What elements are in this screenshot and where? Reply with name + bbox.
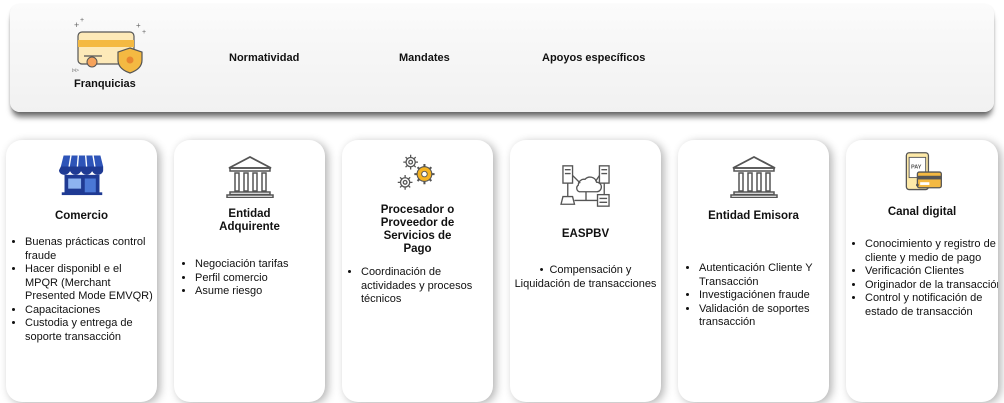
card-list: Negociación tarifas Perfil comercio Asum… [182, 258, 325, 299]
list-item: Control y notificación de estado de tran… [865, 292, 998, 319]
card-easpbv: EASPBV Compensación y Liquidación de tra… [510, 140, 661, 402]
tab-apoyos-especificos[interactable]: Apoyos específicos [542, 52, 646, 64]
list-item: Validación de soportes transacción [699, 303, 829, 330]
gears-icon [397, 154, 435, 190]
card-list: Buenas prácticas control fraude Hacer di… [12, 236, 155, 344]
tab-franquicias[interactable]: Franquicias [74, 78, 136, 90]
list-item: Conocimiento y registro de cliente y med… [865, 238, 998, 265]
card-title: Procesador o Proveedor de Servicios de P… [342, 204, 493, 256]
list-item: Coordinación de actividades y procesos t… [361, 266, 493, 307]
card-entidad-adquirente: Entidad Adquirente Negociación tarifas P… [174, 140, 325, 402]
bank-icon [225, 155, 274, 198]
card-list: Autenticación Cliente Y Transacción Inve… [686, 262, 829, 330]
list-item: Negociación tarifas [195, 258, 325, 272]
svg-text:+: + [74, 20, 79, 30]
svg-text:+: + [142, 29, 146, 36]
card-title: Entidad Emisora [708, 210, 799, 222]
card-title: Entidad Adquirente [174, 208, 325, 234]
card-title-text: Procesador o Proveedor de Servicios de P… [380, 204, 455, 255]
bank-icon [729, 155, 778, 198]
list-item: Originador de la transacción [865, 279, 998, 293]
list-item: Buenas prácticas control fraude [25, 236, 155, 263]
svg-text:+: + [136, 21, 141, 30]
list-item: Perfil comercio [195, 272, 325, 286]
cloud-network-icon [559, 165, 610, 207]
list-item: Custodia y entrega de soporte transacció… [25, 317, 155, 344]
store-icon [58, 155, 103, 196]
card-list: Compensación y Liquidación de transaccio… [514, 264, 657, 291]
list-item: Investigaciónen fraude [699, 289, 829, 303]
list-item: Compensación y Liquidación de transaccio… [514, 264, 657, 291]
card-procesador: Procesador o Proveedor de Servicios de P… [342, 140, 493, 402]
card-title-text: Entidad Adquirente [219, 208, 280, 233]
card-comercio: Comercio Buenas prácticas control fraude… [6, 140, 157, 402]
phone-card-icon: PAY [905, 152, 942, 191]
svg-text:▹▹: ▹▹ [72, 67, 80, 74]
card-list: Coordinación de actividades y procesos t… [348, 266, 493, 307]
list-item: Asume riesgo [195, 285, 325, 299]
list-item: Capacitaciones [25, 304, 155, 318]
secure-card-icon: + + + + ▹▹ [72, 17, 146, 74]
card-entidad-emisora: Entidad Emisora Autenticación Cliente Y … [678, 140, 829, 402]
card-canal-digital: PAY Canal digital Conocimiento y registr… [846, 140, 998, 402]
list-item: Verificación Clientes [865, 265, 998, 279]
tab-normatividad[interactable]: Normatividad [229, 52, 300, 64]
card-list: Conocimiento y registro de cliente y med… [852, 238, 998, 319]
list-item: Autenticación Cliente Y Transacción [699, 262, 829, 289]
top-tab-bar: + + + + ▹▹ Franquicias Normatividad Mand… [10, 4, 994, 112]
svg-text:PAY: PAY [911, 164, 922, 170]
card-title: Comercio [54, 210, 109, 222]
card-title: EASPBV [561, 228, 610, 240]
svg-text:+: + [80, 17, 84, 24]
card-title: Canal digital [887, 206, 957, 218]
list-item: Hacer disponibl e el MPQR (Merchant Pres… [25, 263, 155, 304]
tab-mandates[interactable]: Mandates [399, 52, 450, 64]
